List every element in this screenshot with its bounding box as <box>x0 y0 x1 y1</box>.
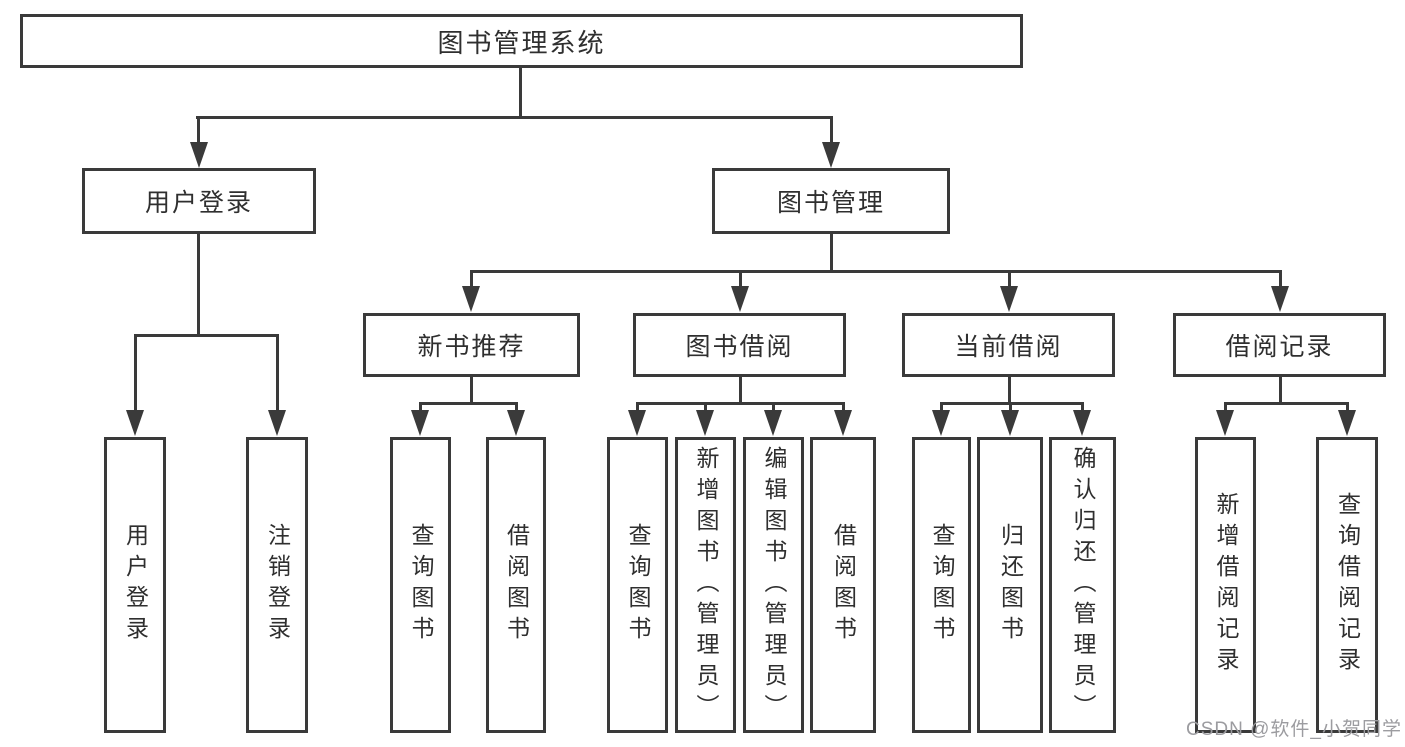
connector-line <box>772 402 775 412</box>
connector-line <box>940 402 943 412</box>
arrow-head <box>507 410 525 436</box>
arrow-head <box>1271 286 1289 312</box>
connector-line <box>1279 377 1282 404</box>
arrow-head <box>834 410 852 436</box>
connector-line <box>197 116 200 144</box>
leaf-edit-book-admin: 编辑图书（管理员） <box>743 437 804 733</box>
leaf-add-book-admin: 新增图书（管理员） <box>675 437 736 733</box>
connector-line <box>636 402 844 405</box>
node-user-login: 用户登录 <box>82 168 316 234</box>
arrow-head <box>1216 410 1234 436</box>
leaf-add-borrow-record: 新增借阅记录 <box>1195 437 1256 733</box>
arrow-head <box>932 410 950 436</box>
connector-line <box>419 402 422 412</box>
leaf-confirm-return-admin: 确认归还（管理员） <box>1049 437 1116 733</box>
connector-line <box>134 334 137 412</box>
node-book-management: 图书管理 <box>712 168 950 234</box>
arrow-head <box>822 142 840 168</box>
arrow-head <box>1338 410 1356 436</box>
connector-line <box>1081 402 1084 412</box>
arrow-head <box>268 410 286 436</box>
connector-line <box>704 402 707 412</box>
arrow-head <box>462 286 480 312</box>
node-book-borrowing: 图书借阅 <box>633 313 846 377</box>
connector-line <box>1008 270 1011 287</box>
arrow-head <box>696 410 714 436</box>
arrow-head <box>1000 286 1018 312</box>
arrow-head <box>126 410 144 436</box>
arrow-head <box>411 410 429 436</box>
arrow-head <box>1073 410 1091 436</box>
connector-line <box>739 270 742 287</box>
connector-line <box>419 402 518 405</box>
connector-line <box>197 234 200 336</box>
leaf-query-borrow-record: 查询借阅记录 <box>1316 437 1378 733</box>
leaf-user-login: 用户登录 <box>104 437 166 733</box>
connector-line <box>515 402 518 412</box>
connector-line <box>470 270 473 287</box>
connector-line <box>636 402 639 412</box>
connector-line <box>470 270 1282 273</box>
connector-line <box>830 234 833 272</box>
connector-line <box>1008 377 1011 404</box>
connector-line <box>470 377 473 404</box>
leaf-borrow-books-recommend: 借阅图书 <box>486 437 546 733</box>
node-borrowing-records: 借阅记录 <box>1173 313 1386 377</box>
connector-line <box>830 116 833 144</box>
connector-line <box>519 68 522 118</box>
connector-line <box>739 377 742 404</box>
connector-line <box>196 116 833 119</box>
leaf-query-books-borrow: 查询图书 <box>607 437 668 733</box>
connector-line <box>1346 402 1349 412</box>
node-library-management-system: 图书管理系统 <box>20 14 1023 68</box>
watermark: CSDN @软件_小贺同学 <box>1186 719 1402 740</box>
connector-line <box>1224 402 1227 412</box>
leaf-logout: 注销登录 <box>246 437 308 733</box>
connector-line <box>276 334 279 412</box>
connector-line <box>1009 402 1012 412</box>
arrow-head <box>764 410 782 436</box>
leaf-query-books-current: 查询图书 <box>912 437 971 733</box>
connector-line <box>134 334 279 337</box>
arrow-head <box>731 286 749 312</box>
node-current-borrowing: 当前借阅 <box>902 313 1115 377</box>
connector-line <box>1279 270 1282 287</box>
arrow-head <box>1001 410 1019 436</box>
leaf-return-books: 归还图书 <box>977 437 1043 733</box>
connector-line <box>842 402 845 412</box>
connector-line <box>1224 402 1347 405</box>
leaf-query-books-recommend: 查询图书 <box>390 437 451 733</box>
node-new-book-recommendation: 新书推荐 <box>363 313 580 377</box>
arrow-head <box>190 142 208 168</box>
arrow-head <box>628 410 646 436</box>
leaf-borrow-books: 借阅图书 <box>810 437 876 733</box>
